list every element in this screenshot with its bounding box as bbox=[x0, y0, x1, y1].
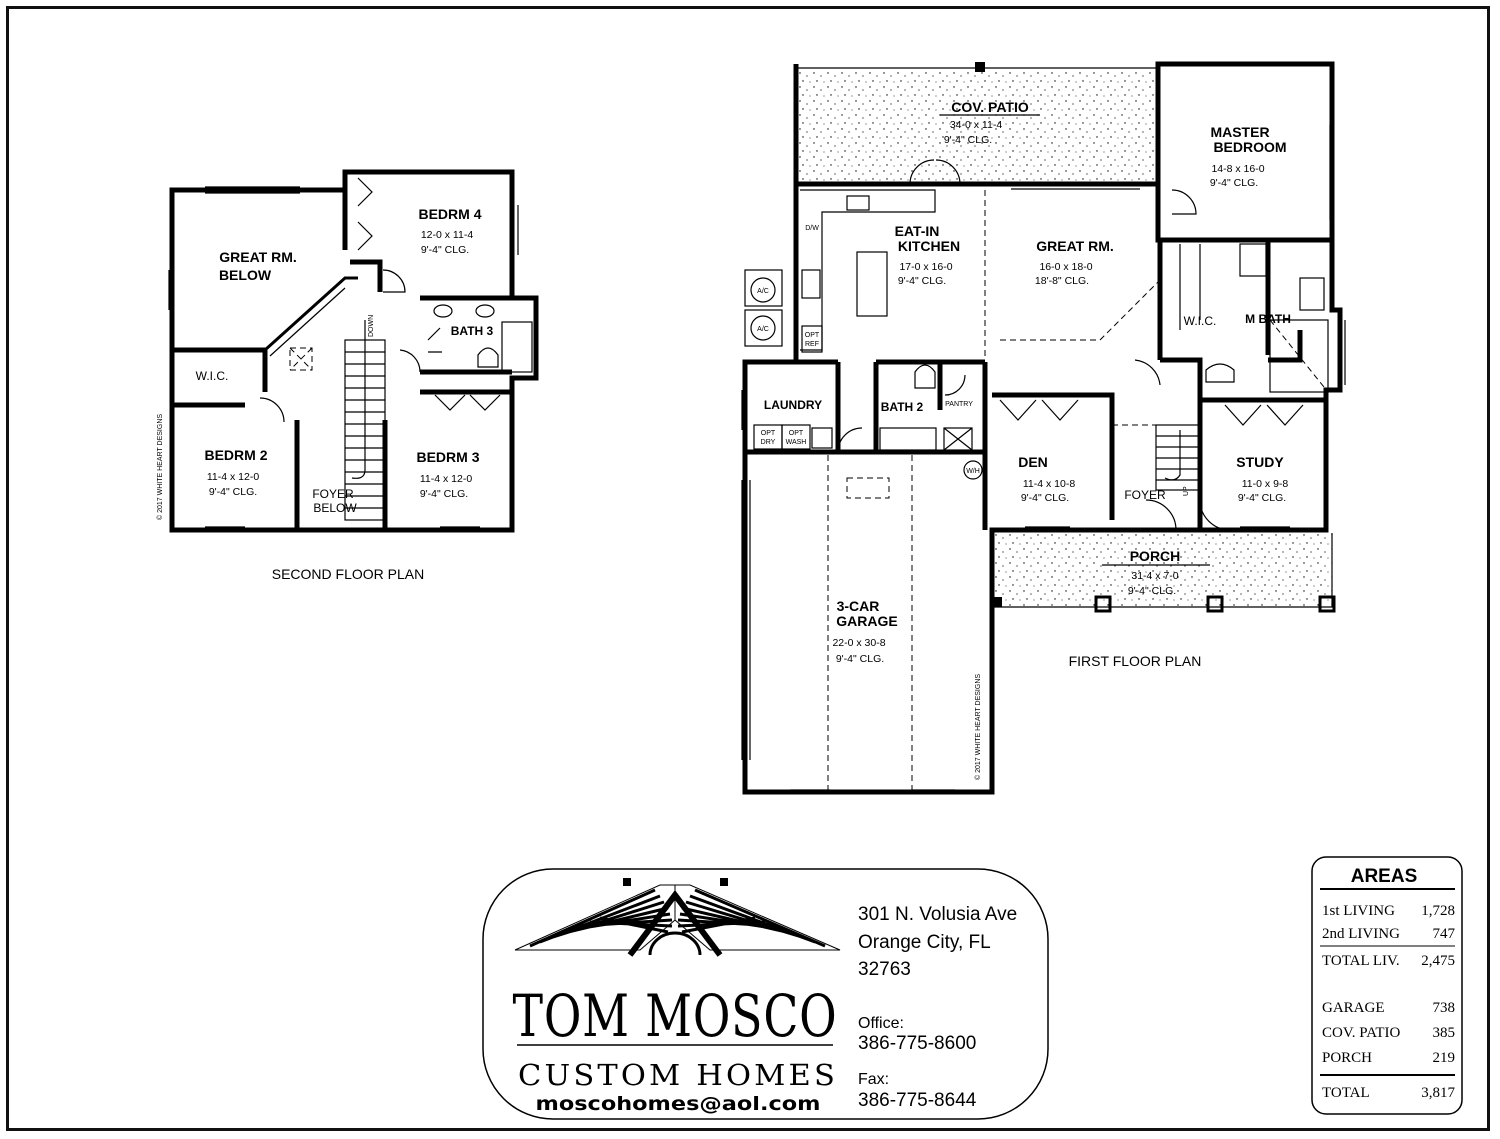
second-floor-caption: SECOND FLOOR PLAN bbox=[272, 566, 424, 582]
company-name: TOM MOSCO bbox=[513, 982, 838, 1050]
room-name: GARAGE bbox=[836, 613, 897, 629]
area-label: 2nd LIVING bbox=[1322, 926, 1400, 942]
room-ceiling: 9'-4" CLG. bbox=[420, 488, 468, 500]
fixture-label: OPT bbox=[761, 430, 776, 437]
cov-patio-slab bbox=[796, 68, 1158, 184]
room-size: 11-0 x 9-8 bbox=[1242, 478, 1289, 490]
area-label: PORCH bbox=[1322, 1050, 1372, 1066]
room-name: GREAT RM. bbox=[1036, 238, 1114, 254]
room-label: W.I.C. bbox=[1184, 314, 1217, 328]
company-email[interactable]: moscohomes@aol.com bbox=[536, 1093, 821, 1115]
room-name: STUDY bbox=[1236, 454, 1284, 470]
room-name: BEDRM 3 bbox=[416, 449, 479, 465]
area-label: TOTAL bbox=[1322, 1085, 1370, 1101]
room-ceiling: 9'-4" CLG. bbox=[1021, 492, 1069, 504]
room-size: 34-0 x 11-4 bbox=[950, 119, 1002, 131]
ac-label: A/C bbox=[757, 288, 769, 295]
company-logo-block: TOM MOSCO CUSTOM HOMES moscohomes@aol.co… bbox=[482, 868, 1049, 1120]
drawing-sheet-border bbox=[6, 6, 1490, 1131]
room-name: COV. PATIO bbox=[951, 99, 1029, 115]
second-floor-plan: © 2017 WHITE HEART DESIGNS GREAT RM. BEL… bbox=[156, 169, 539, 582]
fixture-label: OPT bbox=[805, 332, 820, 339]
room-ceiling: 9'-4" CLG. bbox=[421, 244, 469, 256]
room-label: LAUNDRY bbox=[764, 398, 822, 412]
roof-logo-icon bbox=[514, 878, 841, 957]
room-size: 16-0 x 18-0 bbox=[1039, 261, 1092, 273]
room-name: BEDRM 4 bbox=[418, 206, 481, 222]
room-label: FOYER bbox=[1124, 488, 1166, 502]
room-name: EAT-IN bbox=[895, 223, 940, 239]
office-label: Office: bbox=[858, 1015, 904, 1032]
room-label: M BATH bbox=[1245, 312, 1291, 326]
address-line: Orange City, FL bbox=[858, 932, 991, 953]
room-size: 31-4 x 7-0 bbox=[1131, 570, 1178, 582]
room-label: BATH 3 bbox=[451, 324, 494, 338]
area-value: 738 bbox=[1433, 1000, 1456, 1016]
room-ceiling: 9'-4" CLG. bbox=[836, 653, 884, 665]
stair-label: UP bbox=[1183, 486, 1190, 496]
room-label: BATH 2 bbox=[881, 400, 924, 414]
area-value: 385 bbox=[1433, 1025, 1456, 1041]
areas-table: AREAS 1st LIVING 1,728 2nd LIVING 747 TO… bbox=[1311, 856, 1463, 1115]
company-tagline: CUSTOM HOMES bbox=[518, 1058, 838, 1092]
address-line: 301 N. Volusia Ave bbox=[858, 904, 1017, 925]
porch-slab bbox=[992, 533, 1332, 607]
room-size: 22-0 x 30-8 bbox=[832, 637, 885, 649]
area-value: 747 bbox=[1433, 926, 1456, 942]
areas-title: AREAS bbox=[1351, 866, 1418, 887]
stair-label: DOWN bbox=[368, 315, 375, 337]
room-label: FOYER bbox=[312, 487, 354, 501]
room-label: BELOW bbox=[313, 501, 357, 515]
area-value: 219 bbox=[1433, 1050, 1456, 1066]
room-ceiling: 9'-4" CLG. bbox=[1238, 492, 1286, 504]
fixture-label: DRY bbox=[761, 439, 776, 446]
address-line: 32763 bbox=[858, 959, 911, 980]
area-value: 3,817 bbox=[1421, 1085, 1455, 1101]
office-phone: 386-775-8600 bbox=[858, 1033, 976, 1054]
room-ceiling: 9'-4" CLG. bbox=[944, 134, 992, 146]
room-name: PORCH bbox=[1130, 548, 1181, 564]
area-label: TOTAL LIV. bbox=[1322, 953, 1400, 969]
fax-phone: 386-775-8644 bbox=[858, 1090, 977, 1111]
room-name: BEDRM 2 bbox=[204, 447, 267, 463]
area-label: COV. PATIO bbox=[1322, 1025, 1401, 1041]
room-size: 11-4 x 12-0 bbox=[420, 473, 472, 485]
first-floor-caption: FIRST FLOOR PLAN bbox=[1069, 653, 1202, 669]
copyright-text: © 2017 WHITE HEART DESIGNS bbox=[974, 674, 982, 780]
copyright-text: © 2017 WHITE HEART DESIGNS bbox=[156, 414, 164, 520]
room-size: 17-0 x 16-0 bbox=[899, 261, 952, 273]
fixture-label: WASH bbox=[786, 439, 807, 446]
room-size: 11-4 x 10-8 bbox=[1023, 478, 1075, 490]
area-value: 1,728 bbox=[1421, 903, 1455, 919]
fixture-label: W/H bbox=[966, 468, 980, 475]
room-name: MASTER bbox=[1210, 124, 1269, 140]
room-size: 14-8 x 16-0 bbox=[1211, 163, 1264, 175]
room-label: GREAT RM. bbox=[219, 249, 297, 265]
room-size: 12-0 x 11-4 bbox=[421, 229, 473, 241]
room-name: 3-CAR bbox=[837, 598, 880, 614]
room-ceiling: 9'-4" CLG. bbox=[1210, 177, 1258, 189]
room-name: KITCHEN bbox=[898, 238, 960, 254]
room-label: BELOW bbox=[219, 267, 272, 283]
room-ceiling: 18'-8" CLG. bbox=[1035, 275, 1089, 287]
room-name: DEN bbox=[1018, 454, 1048, 470]
room-label: W.I.C. bbox=[196, 369, 229, 383]
room-label: PANTRY bbox=[945, 401, 973, 408]
fax-label: Fax: bbox=[858, 1071, 889, 1088]
area-label: 1st LIVING bbox=[1322, 903, 1395, 919]
room-ceiling: 9'-4" CLG. bbox=[898, 275, 946, 287]
room-size: 11-4 x 12-0 bbox=[207, 471, 259, 483]
area-value: 2,475 bbox=[1421, 953, 1455, 969]
room-ceiling: 9'-4" CLG. bbox=[209, 486, 257, 498]
fixture-label: OPT bbox=[789, 430, 804, 437]
fixture-label: REF bbox=[805, 341, 819, 348]
area-label: GARAGE bbox=[1322, 1000, 1385, 1016]
first-floor-plan: COV. PATIO 34-0 x 11-4 9'-4" CLG. MASTER… bbox=[741, 61, 1346, 795]
room-name: BEDROOM bbox=[1213, 139, 1286, 155]
room-ceiling: 9'-4" CLG. bbox=[1128, 585, 1176, 597]
fixture-label: D/W bbox=[805, 225, 819, 232]
ac-label: A/C bbox=[757, 326, 769, 333]
